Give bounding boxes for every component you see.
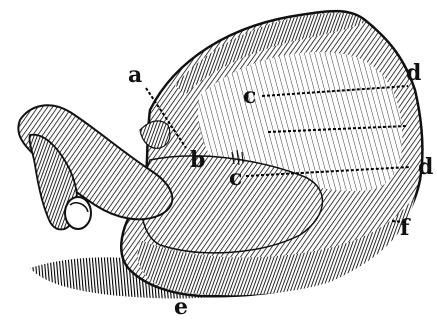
label-c-lower: c [229,165,242,191]
label-b: b [190,147,205,173]
label-d-lower: d [418,154,433,180]
leg-knuckle [65,197,91,229]
label-e: e [174,294,188,320]
label-f: f [400,215,411,241]
label-a: a [128,62,142,88]
label-c-upper: c [243,83,256,109]
label-d-upper: d [406,60,421,86]
wing-tip [140,121,170,148]
